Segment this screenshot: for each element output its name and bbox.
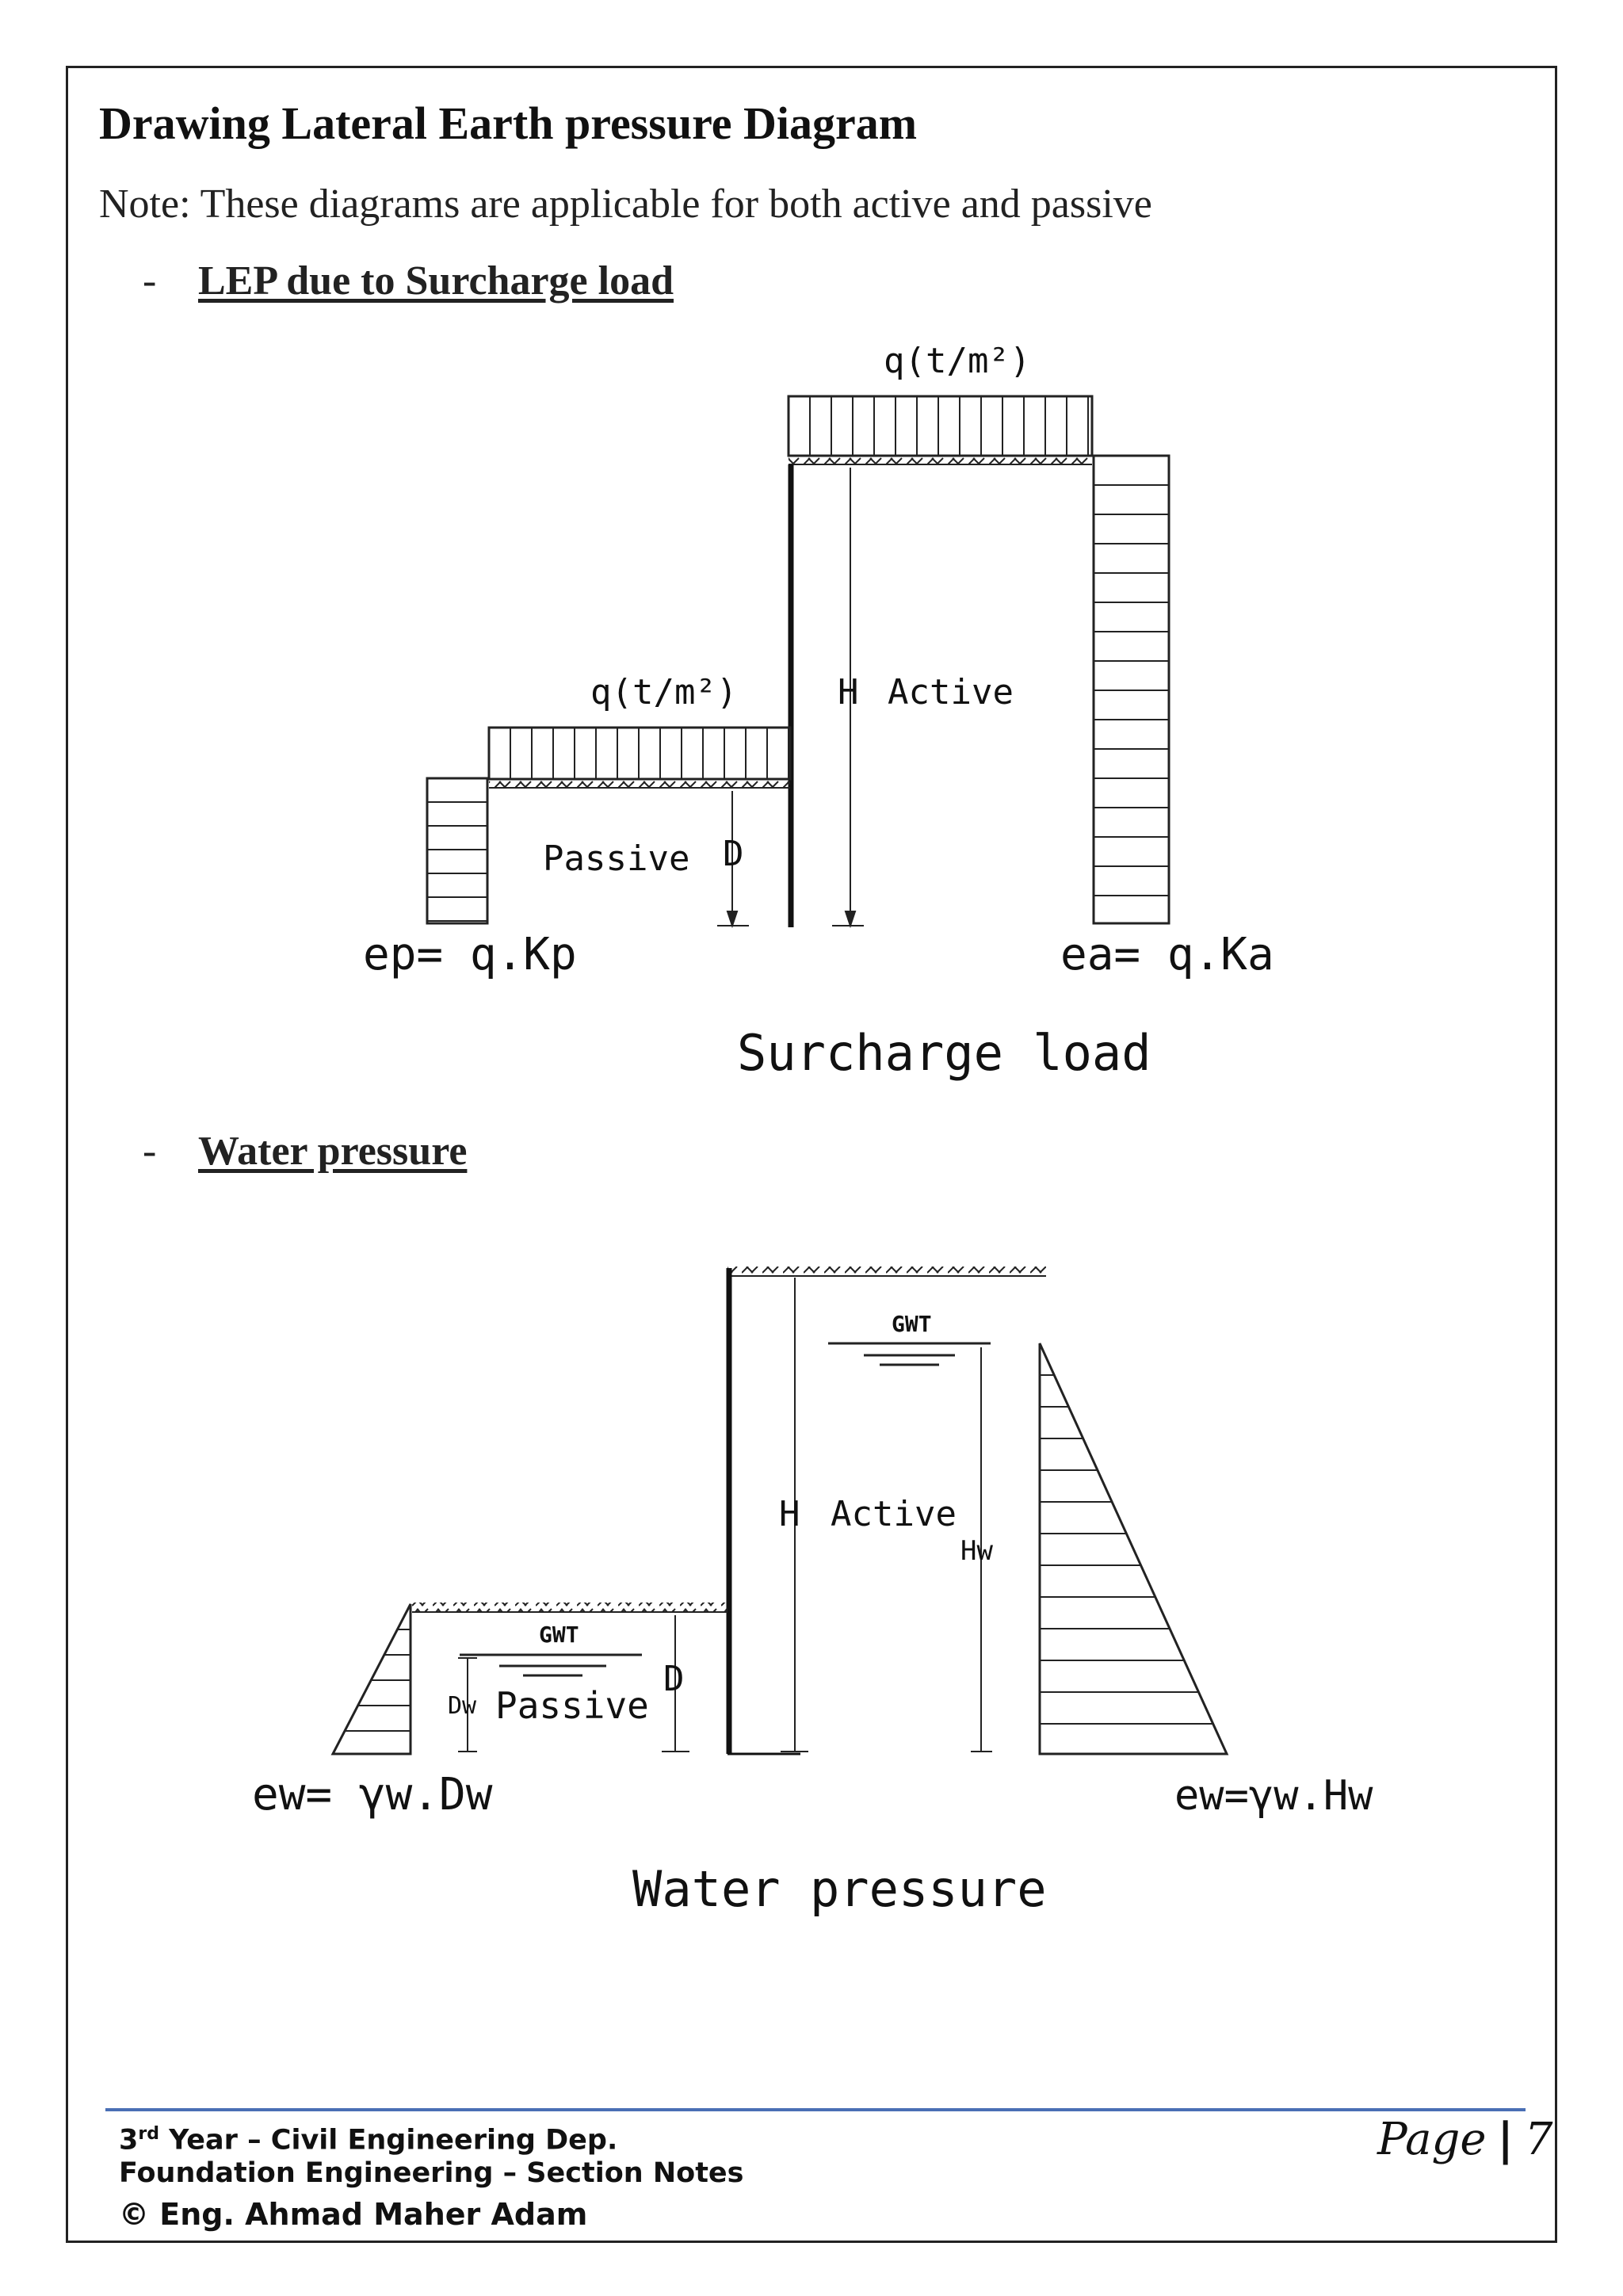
passive-pressure-block — [426, 777, 489, 925]
lower-q-label: q(t/m²) — [590, 672, 737, 712]
water-caption: Water pressure — [632, 1860, 1047, 1918]
upper-gwt-symbol — [828, 1342, 991, 1366]
footer-year-line: 3rd Year – Civil Engineering Dep. — [119, 2124, 618, 2157]
footer-divider — [105, 2108, 1526, 2111]
lower-gwt-symbol — [460, 1653, 642, 1677]
page-title: Drawing Lateral Earth pressure Diagram — [99, 97, 918, 149]
active-label: Active — [888, 672, 1014, 712]
h-label: H — [779, 1494, 800, 1534]
page-number: Page|7 — [1377, 2113, 1553, 2165]
active-pressure-block — [1092, 454, 1170, 925]
upper-ground-hatch — [789, 455, 1092, 464]
upper-surcharge-strip — [787, 395, 1094, 457]
d-label: D — [723, 834, 744, 874]
upper-ground-hatch — [727, 1266, 1046, 1276]
ep-formula: ep= q.Kp — [363, 929, 577, 980]
upper-gwt-label: GWT — [892, 1311, 932, 1337]
footer-author-line: © Eng. Ahmad Maher Adam — [119, 2197, 588, 2232]
d-label: D — [663, 1659, 685, 1699]
footer-course-line: Foundation Engineering – Section Notes — [119, 2157, 744, 2189]
section-heading-water: -Water pressure — [143, 1129, 468, 1174]
lower-surcharge-strip — [487, 726, 792, 781]
surcharge-load-diagram: H Active q(t/m²) q(t/m²) D Passive ep= q… — [363, 341, 1274, 1082]
h-dimension — [832, 468, 864, 929]
d-dimension — [662, 1615, 689, 1752]
passive-water-triangle — [330, 1603, 412, 1755]
passive-label: Passive — [495, 1684, 649, 1727]
lower-ground-hatch — [412, 1603, 727, 1612]
surcharge-caption: Surcharge load — [737, 1024, 1151, 1082]
section-title: LEP due to Surcharge load — [198, 258, 674, 304]
active-water-triangle — [1038, 1343, 1229, 1755]
ew-left-formula: ew= γw.Dw — [252, 1769, 493, 1820]
ew-right-formula: ew=γw.Hw — [1174, 1772, 1373, 1820]
page-frame — [66, 66, 1557, 2243]
dw-label: Dw — [448, 1692, 477, 1720]
d-dimension — [717, 791, 749, 929]
retaining-wall — [726, 1268, 800, 1755]
h-label: H — [838, 672, 859, 712]
passive-label: Passive — [543, 839, 689, 879]
section-title: Water pressure — [198, 1129, 468, 1174]
lower-gwt-label: GWT — [539, 1622, 579, 1648]
ea-formula: ea= q.Ka — [1060, 929, 1274, 980]
section-heading-surcharge: -LEP due to Surcharge load — [143, 258, 674, 304]
h-dimension — [781, 1278, 808, 1752]
dw-dimension — [458, 1657, 477, 1752]
page-note: Note: These diagrams are applicable for … — [99, 181, 1152, 227]
hw-dimension — [971, 1347, 992, 1752]
upper-q-label: q(t/m²) — [884, 341, 1030, 381]
active-label: Active — [831, 1494, 957, 1534]
water-pressure-diagram: GWT H Active Hw GWT Dw Passive — [252, 1266, 1373, 1918]
lower-ground-hatch — [489, 778, 790, 788]
hw-label: Hw — [960, 1535, 993, 1567]
